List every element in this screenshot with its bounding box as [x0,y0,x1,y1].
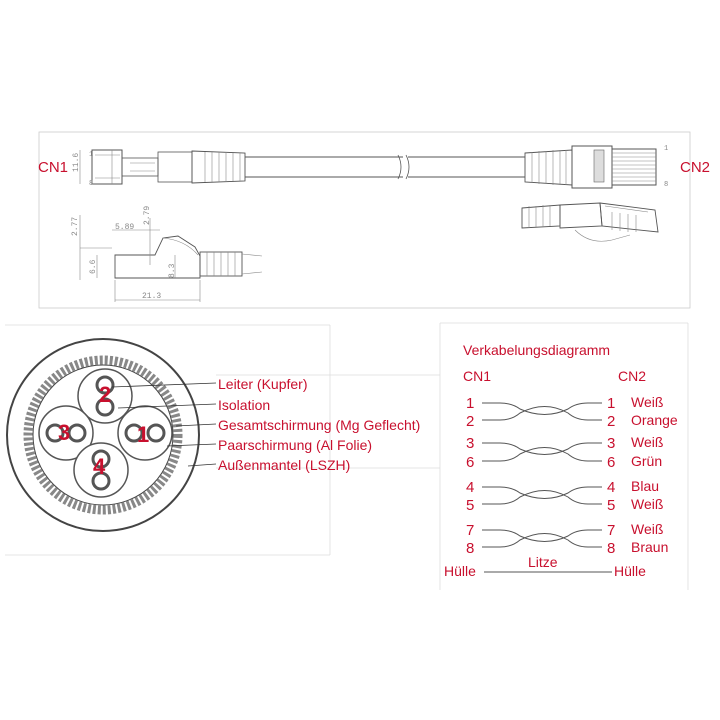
cn2-pin: 7 [607,522,615,539]
dim-2-77: 2.77 [71,217,80,236]
cn1-pin: 6 [466,454,474,471]
pair-number-4: 4 [93,454,106,479]
wiring-title: Verkabelungsdiagramm [463,342,610,358]
cn2-pin: 4 [607,479,615,496]
wire-color: Weiß [631,496,663,512]
pin-8-left: 8 [89,180,93,188]
wire-color: Grün [631,453,662,469]
wire-color: Orange [631,412,678,428]
leader-isolation [117,403,217,409]
dim-8-3: 8.3 [168,263,177,278]
label-gesamtschirmung: Gesamtschirmung (Mg Geflecht) [218,417,420,433]
huelle-right-label: Hülle [614,563,646,579]
cn1-pin: 2 [466,413,474,430]
cn2-plug-drawing [524,145,657,189]
wiring-pair-4: 7 8 7 8 Weiß Braun [466,521,668,557]
top-frame [38,131,691,309]
wire-color: Weiß [631,434,663,450]
pin-1-left: 1 [89,151,93,159]
wiring-pair-3: 4 5 4 5 Blau Weiß [466,478,663,514]
pair-1-right [117,405,173,461]
wire-color: Braun [631,539,668,555]
plug-perspective-drawing [521,202,659,242]
label-aussenmantel: Außenmantel (LSZH) [218,457,350,473]
wiring-cn2-header: CN2 [618,368,646,384]
cn2-pin: 5 [607,497,615,514]
dim-6-6: 6.6 [89,259,98,274]
cable-drawing [245,154,525,180]
dim-11-6: 11.6 [72,153,81,172]
wiring-pair-2: 3 6 3 6 Weiß Grün [466,434,663,471]
cn2-pin: 6 [607,454,615,471]
dim-21-3: 21.3 [142,292,161,301]
pin-1-right: 1 [664,145,668,153]
cn1-pin: 1 [466,395,474,412]
wire-color: Weiß [631,521,663,537]
pair-3-left [38,405,94,461]
wiring-cn1-header: CN1 [463,368,491,384]
label-isolation: Isolation [218,397,270,413]
pair-number-1: 1 [137,422,149,447]
label-paarschirmung: Paarschirmung (Al Folie) [218,437,372,453]
pair-2-top [77,368,133,424]
cn1-plug-drawing [91,149,246,185]
plug-profile-drawing [79,215,263,302]
huelle-left-label: Hülle [444,563,476,579]
wire-color: Blau [631,478,659,494]
leader-gesamtschirmung [175,423,217,427]
top-drawing: 11.6 1 8 CN1 [38,131,710,309]
dim-2-79: 2.79 [143,206,152,225]
pin-8-right: 8 [664,181,668,189]
pair-number-3: 3 [58,420,70,445]
braid-shield-ring [23,355,183,515]
label-leiter: Leiter (Kupfer) [218,376,307,392]
cn1-label: CN1 [38,159,68,176]
cn1-pin: 8 [466,540,474,557]
cn1-pin: 3 [466,435,474,452]
cross-section: 2 3 1 4 Leiter (Kupfer) Isolation Gesamt… [5,324,440,556]
cn2-pin: 3 [607,435,615,452]
leader-paarschirmung [166,443,217,447]
litze-label: Litze [528,554,558,570]
leader-leiter [111,382,217,388]
cn2-pin: 2 [607,413,615,430]
pair-number-2: 2 [99,382,111,407]
cn1-pin: 7 [466,522,474,539]
cn2-label: CN2 [680,159,710,176]
cn1-pin: 5 [466,497,474,514]
outer-jacket-circle [6,338,200,532]
wiring-pair-1: 1 2 1 2 Weiß Orange [466,394,678,430]
pair-4-bottom [73,442,129,498]
dim-5-89: 5.89 [115,223,134,232]
leader-aussenmantel [187,463,217,467]
cn2-pin: 1 [607,395,615,412]
wiring-diagram: Verkabelungsdiagramm CN1 CN2 1 2 1 2 Wei… [439,322,689,590]
cn1-pin: 4 [466,479,474,496]
wire-color: Weiß [631,394,663,410]
cn2-pin: 8 [607,540,615,557]
